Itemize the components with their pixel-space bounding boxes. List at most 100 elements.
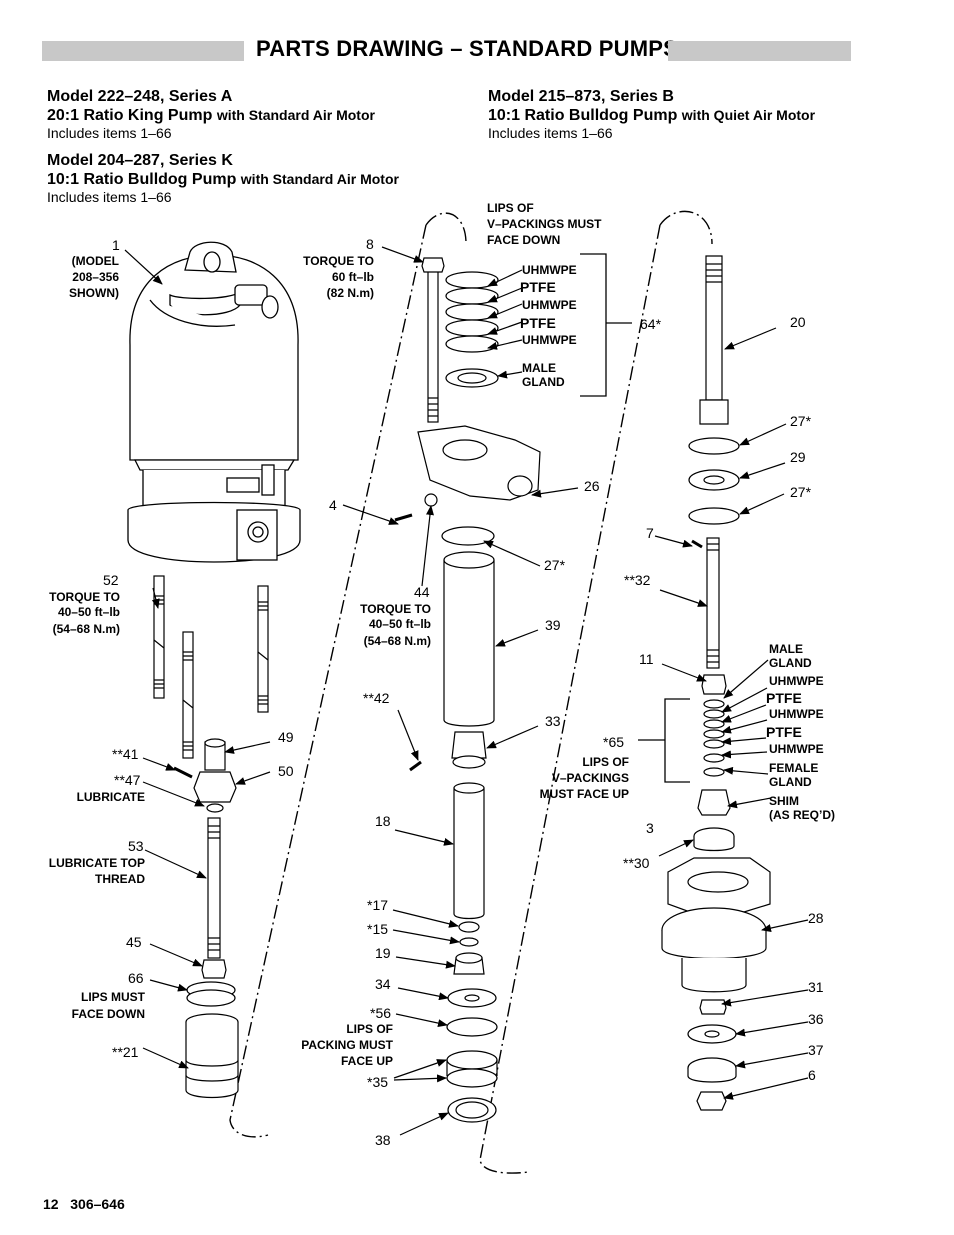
page-title: PARTS DRAWING – STANDARD PUMPS bbox=[256, 36, 678, 61]
part-53-rod bbox=[207, 817, 221, 959]
note-torque-52: (54–68 N.m) bbox=[53, 622, 120, 636]
model-ratio-line: 10:1 Ratio Bulldog Pump with Quiet Air M… bbox=[488, 106, 815, 125]
model-ratio: 20:1 Ratio King Pump bbox=[47, 107, 213, 124]
part-41-pin bbox=[173, 766, 193, 779]
callout-31: 31 bbox=[808, 979, 824, 995]
part-11-nut bbox=[701, 674, 727, 695]
callout-27: 27* bbox=[790, 484, 812, 500]
note-lips-mid: MUST FACE UP bbox=[540, 787, 629, 801]
material-ptfe: PTFE bbox=[520, 315, 556, 331]
model-ratio-line: 10:1 Ratio Bulldog Pump with Standard Ai… bbox=[47, 170, 399, 189]
part-18-tube bbox=[453, 788, 485, 920]
part-35-packing bbox=[446, 1050, 498, 1070]
flow-line-left bbox=[229, 224, 427, 1138]
callout-45: 45 bbox=[126, 934, 142, 950]
note-lips-top: LIPS OF bbox=[487, 201, 534, 215]
callout-33: 33 bbox=[545, 713, 561, 729]
tie-rod bbox=[257, 585, 269, 713]
note-male-gland: MALE bbox=[522, 361, 556, 375]
callout-7: 7 bbox=[646, 525, 654, 541]
part-3-packing-nut bbox=[697, 789, 731, 816]
note-torque-52: 40–50 ft–lb bbox=[58, 605, 120, 619]
note-shim: SHIM bbox=[769, 794, 799, 808]
tie-rod bbox=[153, 575, 165, 699]
bracket-64 bbox=[580, 253, 607, 397]
note-lubricate-top: LUBRICATE TOP bbox=[49, 856, 145, 870]
note-model: SHOWN) bbox=[69, 286, 119, 300]
model-motor: with Quiet Air Motor bbox=[681, 107, 816, 123]
callout-30: **30 bbox=[623, 855, 650, 871]
note-torque-44: (54–68 N.m) bbox=[364, 634, 431, 648]
flow-line-top-left bbox=[425, 212, 467, 243]
callout-28: 28 bbox=[808, 910, 824, 926]
note-torque-52: TORQUE TO bbox=[49, 590, 120, 604]
material-uhmwpe: UHMWPE bbox=[769, 742, 824, 756]
note-lips-56: PACKING MUST bbox=[301, 1038, 393, 1052]
part-42-pin bbox=[409, 760, 422, 772]
part-47-oring bbox=[206, 803, 224, 813]
callout-27: 27* bbox=[544, 557, 566, 573]
callout-29: 29 bbox=[790, 449, 806, 465]
material-uhmwpe: UHMWPE bbox=[769, 707, 824, 721]
callout-38: 38 bbox=[375, 1132, 391, 1148]
callout-21: **21 bbox=[112, 1044, 139, 1060]
callout-37: 37 bbox=[808, 1042, 824, 1058]
part-50-nut bbox=[193, 771, 237, 803]
callout-19: 19 bbox=[375, 945, 391, 961]
callout-3: 3 bbox=[646, 820, 654, 836]
assembly-flow-lines bbox=[229, 210, 713, 1174]
model-block-king: Model 222–248, Series A 20:1 Ratio King … bbox=[47, 87, 375, 142]
motor-cover bbox=[129, 254, 299, 461]
note-female-gland: GLAND bbox=[769, 775, 812, 789]
note-torque-44: 40–50 ft–lb bbox=[369, 617, 431, 631]
leader-lines bbox=[124, 246, 809, 1136]
callout-27: 27* bbox=[790, 413, 812, 429]
model-motor: with Standard Air Motor bbox=[216, 107, 375, 123]
note-lips-66: FACE DOWN bbox=[72, 1007, 145, 1021]
note-lips-66: LIPS MUST bbox=[81, 990, 146, 1004]
note-lips-top: FACE DOWN bbox=[487, 233, 560, 247]
callout-1: 1 bbox=[112, 237, 120, 253]
material-ptfe: PTFE bbox=[766, 690, 802, 706]
material-uhmwpe: UHMWPE bbox=[769, 674, 824, 688]
part-39-sleeve bbox=[443, 560, 495, 727]
material-ptfe: PTFE bbox=[766, 724, 802, 740]
note-lubricate-top: THREAD bbox=[95, 872, 145, 886]
callout-50: 50 bbox=[278, 763, 294, 779]
part-27-oring bbox=[688, 437, 740, 455]
callout-36: 36 bbox=[808, 1011, 824, 1027]
callout-49: 49 bbox=[278, 729, 294, 745]
callout-17: *17 bbox=[367, 897, 388, 913]
callout-53: 53 bbox=[128, 838, 144, 854]
brackets bbox=[580, 253, 690, 783]
callout-26: 26 bbox=[584, 478, 600, 494]
callout-numbers: 1 8 20 64* 27* 29 27* 26 4 7 27* 52 44 *… bbox=[103, 236, 824, 1148]
note-lips-mid: V–PACKINGS bbox=[552, 771, 629, 785]
tie-rod bbox=[182, 631, 194, 759]
note-lubricate: LUBRICATE bbox=[77, 790, 145, 804]
callout-4: 4 bbox=[329, 497, 337, 513]
bracket-65 bbox=[664, 698, 690, 783]
part-44-nut bbox=[424, 493, 438, 507]
left-lower-parts bbox=[173, 738, 239, 1099]
callout-6: 6 bbox=[808, 1067, 816, 1083]
page-footer: 12 306–646 bbox=[43, 1196, 125, 1212]
right-parts bbox=[661, 255, 771, 1111]
material-uhmwpe: UHMWPE bbox=[522, 298, 577, 312]
v-packing-stack-bottom bbox=[703, 699, 725, 777]
note-shim: (AS REQ’D) bbox=[769, 808, 835, 822]
model-includes: Includes items 1–66 bbox=[47, 189, 172, 205]
model-motor: with Standard Air Motor bbox=[240, 171, 399, 187]
material-labels: UHMWPE PTFE UHMWPE PTFE UHMWPE UHMWPE PT… bbox=[520, 263, 824, 756]
callout-18: 18 bbox=[375, 813, 391, 829]
callout-20: 20 bbox=[790, 314, 806, 330]
callout-56: *56 bbox=[370, 1005, 391, 1021]
model-includes: Includes items 1–66 bbox=[488, 125, 613, 141]
note-torque-8: (82 N.m) bbox=[327, 286, 374, 300]
note-lips-top: V–PACKINGS MUST bbox=[487, 217, 602, 231]
note-torque-8: 60 ft–lb bbox=[332, 270, 374, 284]
callout-44: 44 bbox=[414, 584, 430, 600]
callout-11: 11 bbox=[639, 651, 654, 667]
part-15-oring bbox=[459, 937, 479, 947]
document-number: 306–646 bbox=[70, 1196, 125, 1212]
